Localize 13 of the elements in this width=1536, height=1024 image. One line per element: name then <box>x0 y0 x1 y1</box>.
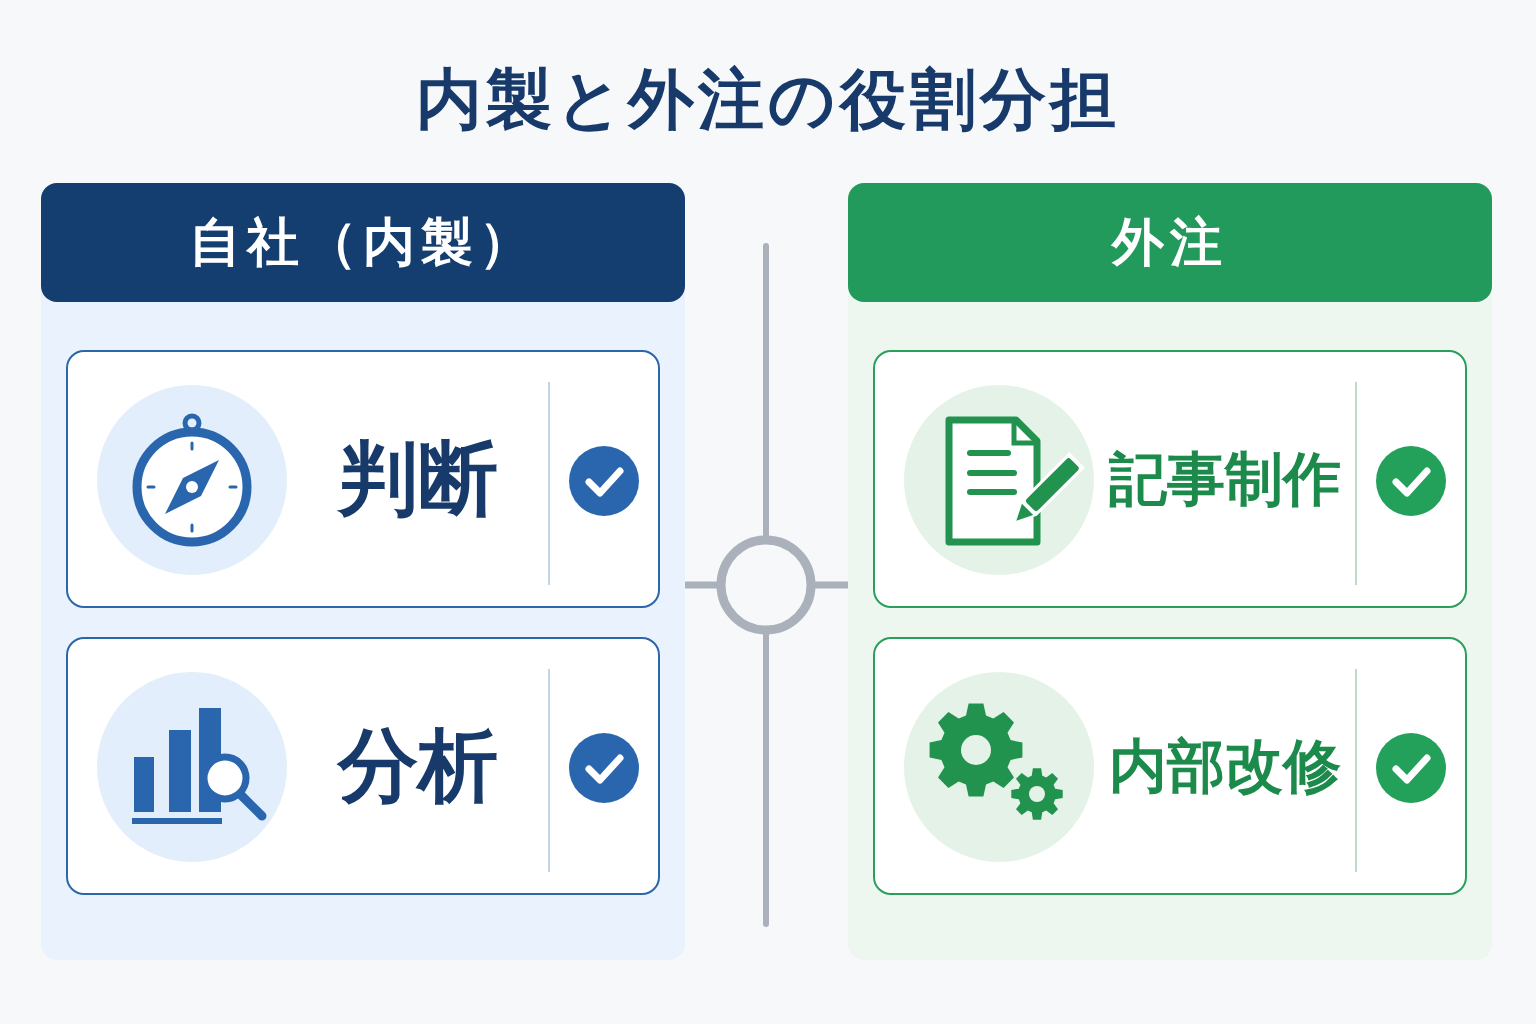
task-card <box>66 637 660 895</box>
column-header: 自社（内製） <box>41 183 685 302</box>
column-panel <box>41 183 685 960</box>
task-label: 記事制作 <box>1109 445 1341 513</box>
column-header: 外注 <box>848 183 1492 302</box>
task-label: 内部改修 <box>1109 732 1341 800</box>
task-card <box>873 350 1467 608</box>
task-card <box>66 350 660 608</box>
task-label: 分析 <box>338 720 498 812</box>
title: 内製と外注の役割分担 <box>416 64 1120 137</box>
task-card <box>873 637 1467 895</box>
column-panel <box>848 183 1492 960</box>
task-label: 判断 <box>338 433 498 525</box>
